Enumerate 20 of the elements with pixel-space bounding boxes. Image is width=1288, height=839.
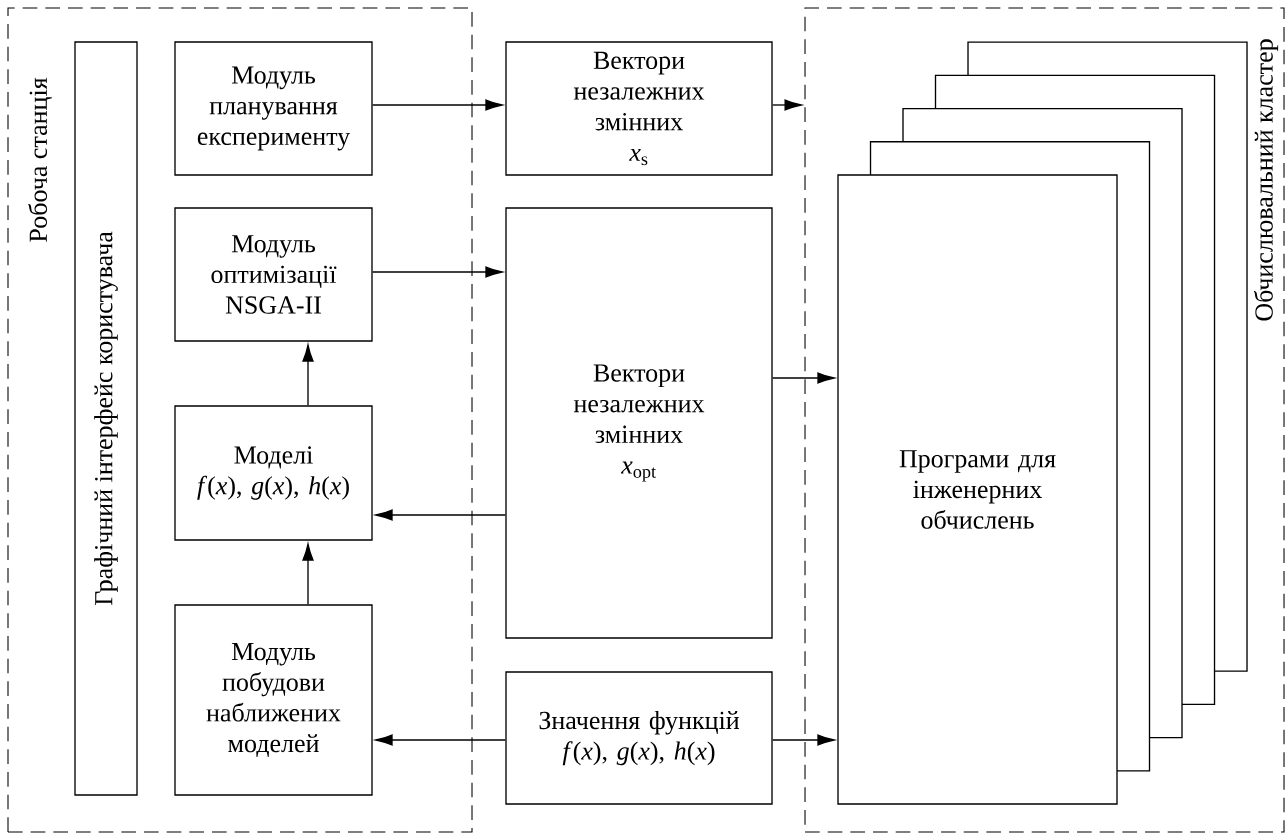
arrow (372, 266, 503, 278)
arrow (772, 99, 802, 111)
data-box: Вектори незалежних змінних x$_{opt}$ (505, 207, 773, 639)
module-box: Модуль планування експерименту (174, 41, 373, 176)
module-box: Моделі f(x), g(x), h(x) (174, 405, 373, 541)
arrow (772, 372, 835, 384)
arrow (375, 509, 506, 521)
frame-title: Обчислювальний кластер (1253, 39, 1279, 321)
arrow (375, 734, 506, 746)
data-box: Значення функцій f(x), g(x), h(x) (505, 671, 773, 805)
arrow (302, 344, 314, 406)
frame-title: Робоча станція (28, 77, 52, 242)
interface-box: Графічний інтерфейс користувача (74, 41, 138, 796)
module-box: Модуль оптимізації NSGA-II (174, 207, 373, 342)
arrow (302, 543, 314, 605)
module-box: Модуль побудови наближених моделей (174, 604, 373, 796)
data-box: Вектори незалежних змінних x$_{s}$ (505, 41, 773, 176)
page-box: Програми для інженерних обчислень (837, 174, 1118, 805)
arrow (372, 99, 503, 111)
arrow (772, 734, 835, 746)
